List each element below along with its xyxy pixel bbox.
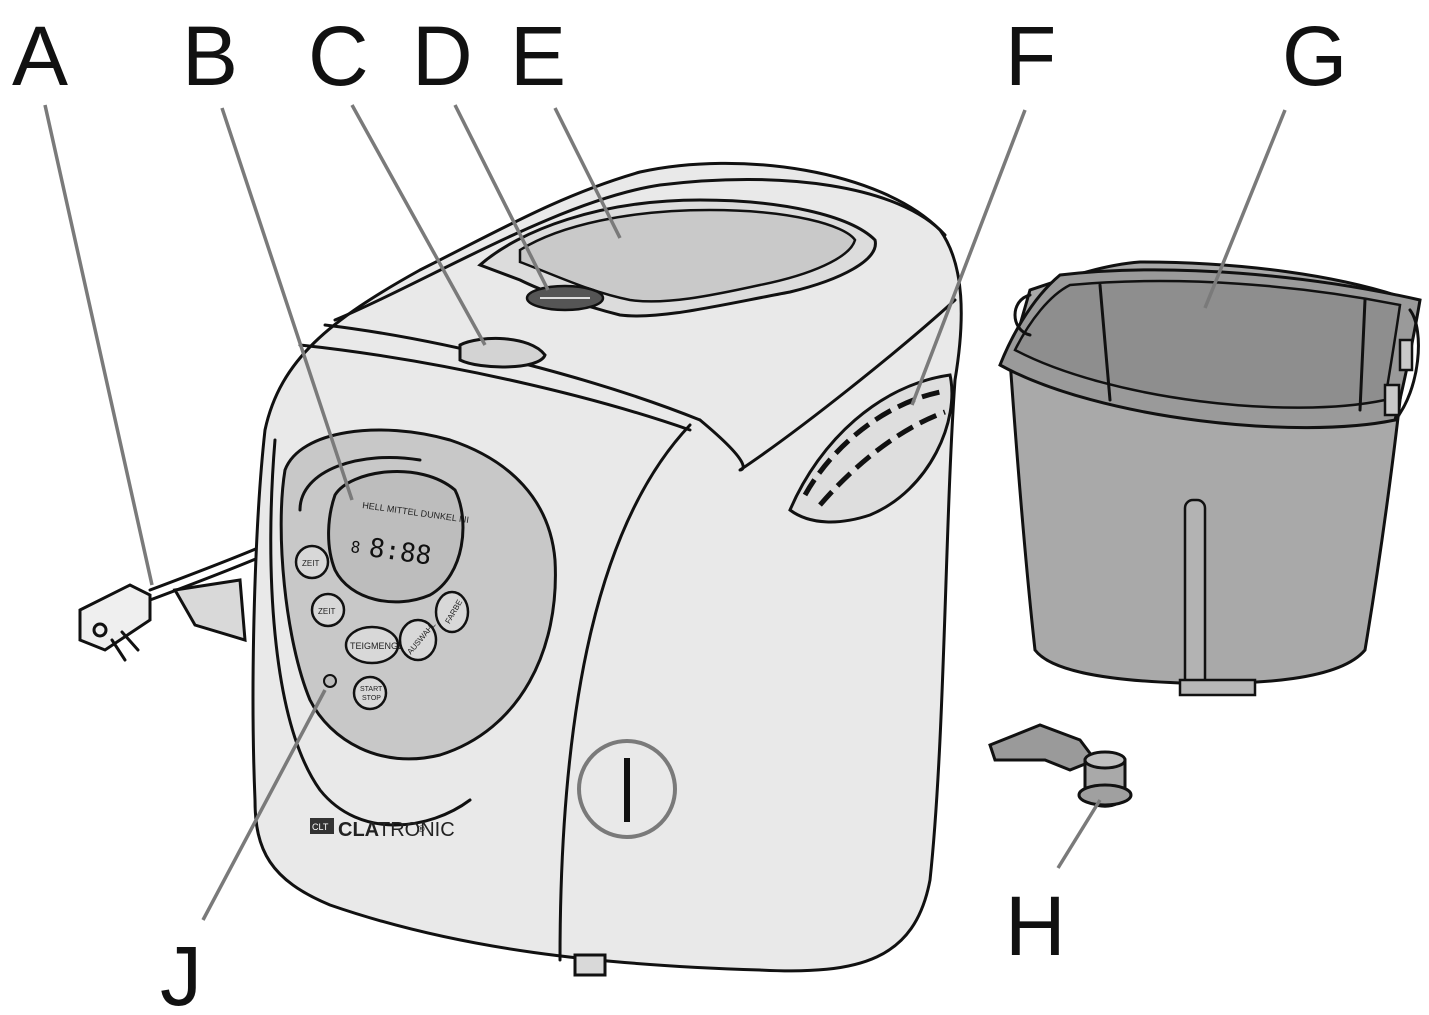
svg-text:ZEIT: ZEIT xyxy=(302,559,319,568)
leader-b xyxy=(220,107,354,501)
leader-c xyxy=(350,104,487,346)
kneading-paddle xyxy=(988,723,1133,808)
power-plug-icon xyxy=(78,583,152,662)
power-cord xyxy=(148,543,267,643)
zeit-up-button[interactable]: ZEIT xyxy=(294,544,330,580)
callout-i-circle xyxy=(577,739,677,839)
leader-a xyxy=(43,104,154,586)
bread-maker-body xyxy=(251,161,963,977)
program-digit: 8 xyxy=(349,537,361,557)
svg-text:TRONIC: TRONIC xyxy=(378,819,455,841)
callout-j: J xyxy=(160,929,202,1015)
callout-g: G xyxy=(1282,9,1347,103)
svg-text:ZEIT: ZEIT xyxy=(318,607,335,616)
callout-e: E xyxy=(510,9,566,103)
farbe-button[interactable]: FARBE xyxy=(434,590,470,634)
auswahl-button[interactable]: AUSWAHL xyxy=(398,618,438,662)
svg-text:STOP: STOP xyxy=(362,695,381,702)
baking-pan xyxy=(998,260,1422,697)
svg-text:TEIGMENGE: TEIGMENGE xyxy=(350,641,404,651)
callout-labels: A B C D E F G H J xyxy=(12,9,1347,1015)
callout-a: A xyxy=(12,9,68,103)
zeit-down-button[interactable]: ZEIT xyxy=(310,592,346,628)
callout-c: C xyxy=(308,9,369,103)
leader-h xyxy=(1056,799,1102,869)
leader-e xyxy=(553,107,622,239)
svg-text:CLT: CLT xyxy=(312,822,329,832)
callout-d: D xyxy=(412,9,473,103)
callout-h: H xyxy=(1005,879,1066,973)
leader-g xyxy=(1203,109,1287,309)
indicator-light xyxy=(323,674,337,688)
leader-j xyxy=(201,689,327,921)
leader-f xyxy=(910,109,1027,406)
start-stop-button[interactable]: START STOP xyxy=(352,675,388,711)
lcd-display: HELL MITTEL DUNKEL I II 8 8:88 xyxy=(327,470,470,604)
steam-vent xyxy=(525,284,605,312)
svg-text:CLA: CLA xyxy=(338,819,379,841)
air-vents xyxy=(788,373,954,524)
lid-handle xyxy=(458,336,547,369)
teigmenge-button[interactable]: TEIGMENGE xyxy=(344,625,404,665)
callout-f: F xyxy=(1005,9,1056,103)
svg-text:®: ® xyxy=(418,824,425,834)
brand-logo: CLT CLA TRONIC ® xyxy=(310,818,455,841)
svg-text:START: START xyxy=(360,686,383,693)
leader-lines xyxy=(43,104,1287,921)
leader-d xyxy=(453,104,550,291)
callout-b: B xyxy=(182,9,238,103)
